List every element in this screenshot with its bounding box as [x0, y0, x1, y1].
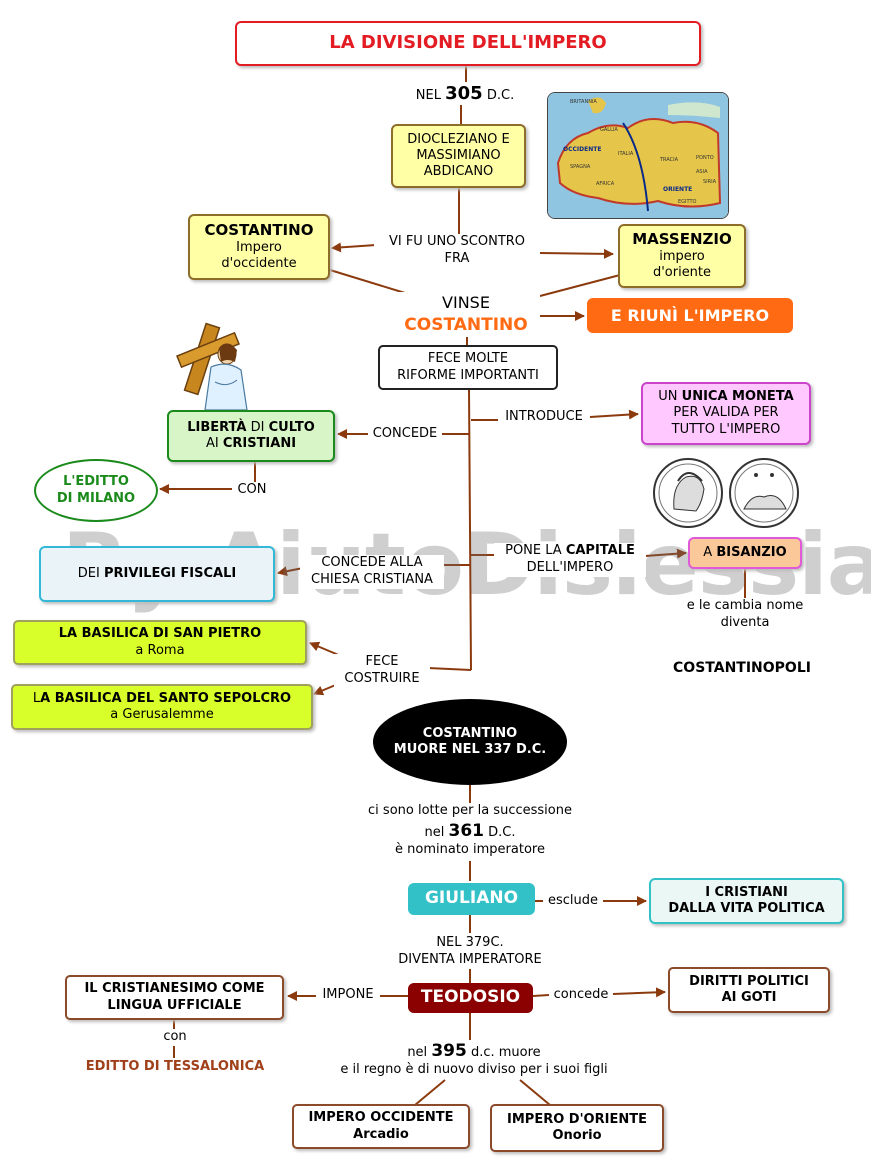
- bisanzio-box: A BISANZIO: [688, 537, 802, 569]
- liberta-box: LIBERTÀ DI CULTO AI CRISTIANI: [167, 410, 335, 462]
- anno-379-label: NEL 379C. DIVENTA IMPERATORE: [380, 935, 560, 969]
- occidente-box: IMPERO OCCIDENTE Arcadio: [292, 1104, 470, 1149]
- impone-label: IMPONE: [316, 987, 380, 1004]
- basilica-sepolcro-box: LA BASILICA DEL SANTO SEPOLCRO a Gerusal…: [11, 684, 313, 730]
- con-label: CON: [232, 482, 272, 499]
- anno-395-label: nel 395 d.c. muore e il regno è di nuovo…: [318, 1040, 630, 1079]
- svg-text:ITALIA: ITALIA: [618, 151, 634, 157]
- introduce-label: INTRODUCE: [498, 409, 590, 426]
- coins-illustration: [653, 458, 799, 528]
- title-box: LA DIVISIONE DELL'IMPERO: [235, 21, 701, 66]
- con2-label: con: [155, 1029, 195, 1046]
- svg-text:BRITANNIA: BRITANNIA: [570, 99, 597, 105]
- svg-text:GALLIA: GALLIA: [600, 127, 618, 133]
- cristianesimo-box: IL CRISTIANESIMO COME LINGUA UFFICIALE: [65, 975, 284, 1020]
- oriente-box: IMPERO D'ORIENTE Onorio: [490, 1104, 664, 1152]
- privilegi-box: DEI PRIVILEGI FISCALI: [39, 546, 275, 602]
- cristiani-politica-box: I CRISTIANI DALLA VITA POLITICA: [649, 878, 844, 924]
- svg-text:AFRICA: AFRICA: [596, 181, 615, 187]
- svg-text:SIRIA: SIRIA: [703, 179, 717, 185]
- fece-costruire-label: FECE COSTRUIRE: [334, 654, 430, 688]
- esclude-label: esclude: [543, 893, 603, 910]
- editto-tessalonica-label: EDITTO DI TESSALONICA: [68, 1059, 282, 1076]
- svg-text:EGITTO: EGITTO: [678, 199, 697, 205]
- basilica-pietro-box: LA BASILICA DI SAN PIETRO a Roma: [13, 620, 307, 665]
- svg-text:PONTO: PONTO: [696, 155, 714, 161]
- giuliano-box: GIULIANO: [408, 883, 535, 915]
- editto-milano-box: L'EDITTO DI MILANO: [34, 459, 158, 522]
- teodosio-box: TEODOSIO: [408, 983, 533, 1013]
- roman-empire-map: BRITANNIA GALLIA OCCIDENTE ITALIA SPAGNA…: [547, 92, 729, 219]
- svg-text:ORIENTE: ORIENTE: [663, 186, 692, 193]
- diocleziano-box: DIOCLEZIANO E MASSIMIANO ABDICANO: [391, 124, 526, 188]
- svg-text:ASIA: ASIA: [696, 169, 708, 175]
- capitale-label: PONE LA CAPITALE DELL'IMPERO: [494, 543, 646, 577]
- moneta-box: UN UNICA MONETA PER VALIDA PER TUTTO L'I…: [641, 382, 811, 445]
- cross-illustration: [176, 322, 248, 411]
- svg-text:OCCIDENTE: OCCIDENTE: [563, 146, 601, 153]
- riforme-box: FECE MOLTE RIFORME IMPORTANTI: [378, 345, 558, 390]
- year-305-label: NEL 305 D.C.: [405, 82, 525, 106]
- scontro-label: VI FU UNO SCONTRO FRA: [374, 234, 540, 268]
- riuni-box: E RIUNÌ L'IMPERO: [587, 298, 793, 333]
- costantino-box: COSTANTINO Impero d'occidente: [188, 214, 330, 280]
- muore-ellipse: COSTANTINO MUORE NEL 337 D.C.: [373, 699, 567, 785]
- concede-label: CONCEDE: [368, 426, 442, 443]
- svg-text:SPAGNA: SPAGNA: [570, 164, 591, 170]
- vinse-label: VINSE COSTANTINO: [392, 292, 540, 337]
- costantinopoli-label: COSTANTINOPOLI: [650, 659, 834, 678]
- svg-text:TRACIA: TRACIA: [659, 157, 679, 163]
- lotte-label: ci sono lotte per la successione nel 361…: [352, 803, 588, 859]
- concede2-label: concede: [549, 987, 613, 1004]
- massenzio-box: MASSENZIO impero d'oriente: [618, 224, 746, 288]
- diritti-box: DIRITTI POLITICI AI GOTI: [668, 967, 830, 1013]
- page-title: LA DIVISIONE DELL'IMPERO: [329, 32, 607, 54]
- cambia-nome-label: e le cambia nome diventa: [672, 598, 818, 632]
- concede-chiesa-label: CONCEDE ALLA CHIESA CRISTIANA: [300, 555, 444, 589]
